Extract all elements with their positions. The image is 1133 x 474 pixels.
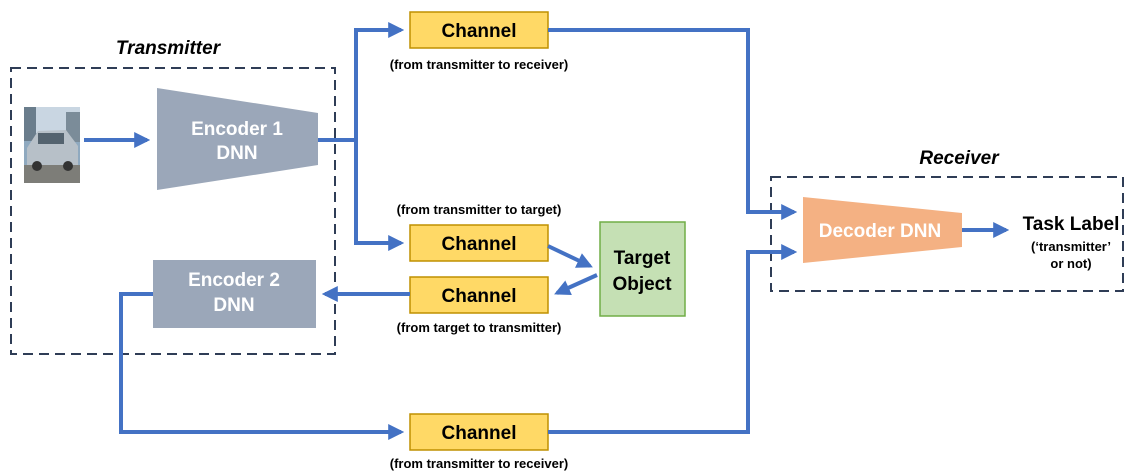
receiver-title: Receiver xyxy=(919,148,1000,169)
channel-top-box xyxy=(409,11,549,49)
channel-bottom-box xyxy=(409,413,549,451)
receiver-region xyxy=(770,176,1124,292)
encoder-1-dnn xyxy=(157,88,318,190)
arrow-channel-to-target-object xyxy=(547,244,593,268)
channel-to-target-caption: (from transmitter to target) xyxy=(397,202,562,217)
task-label-title: Task Label xyxy=(1023,214,1120,235)
target-object-box xyxy=(599,221,686,317)
channel-to-target-label: Channel xyxy=(442,234,517,255)
arrow-channel-bottom-to-decoder xyxy=(548,244,798,434)
channel-bottom-label: Channel xyxy=(442,423,517,444)
task-label-line2: or not) xyxy=(1050,256,1091,271)
channel-bottom-caption: (from transmitter to receiver) xyxy=(390,456,568,471)
encoder-2-label-line2: DNN xyxy=(213,295,254,316)
encoder-2-dnn xyxy=(153,260,316,328)
channel-from-target-box xyxy=(409,276,549,314)
channel-from-target-caption: (from target to transmitter) xyxy=(397,320,562,335)
arrow-channel-top-to-decoder xyxy=(548,28,798,220)
encoder-1-label-line1: Encoder 1 xyxy=(191,119,283,140)
channel-from-target-label: Channel xyxy=(442,286,517,307)
arrow-encoder1-to-channel-target xyxy=(354,140,405,251)
channel-top-label: Channel xyxy=(442,21,517,42)
arrow-encoder1-to-channel-top xyxy=(354,22,405,140)
connections xyxy=(84,22,1010,440)
decoder-label: Decoder DNN xyxy=(819,221,941,242)
encoder-2-label-line1: Encoder 2 xyxy=(188,270,280,291)
channel-top-caption: (from transmitter to receiver) xyxy=(390,57,568,72)
decoder-dnn xyxy=(803,197,962,263)
arrow-target-object-to-channel xyxy=(554,273,598,296)
task-label-line1: (‘transmitter’ xyxy=(1031,239,1111,254)
target-object-label-line2: Object xyxy=(612,274,672,295)
arrow-encoder2-to-channel-bottom xyxy=(119,292,405,440)
channel-to-target-box xyxy=(409,224,549,262)
target-object-label-line1: Target xyxy=(614,248,671,269)
input-image xyxy=(24,107,80,183)
encoder-1-label-line2: DNN xyxy=(216,143,257,164)
transmitter-title: Transmitter xyxy=(116,38,222,59)
transmitter-region xyxy=(10,67,336,355)
